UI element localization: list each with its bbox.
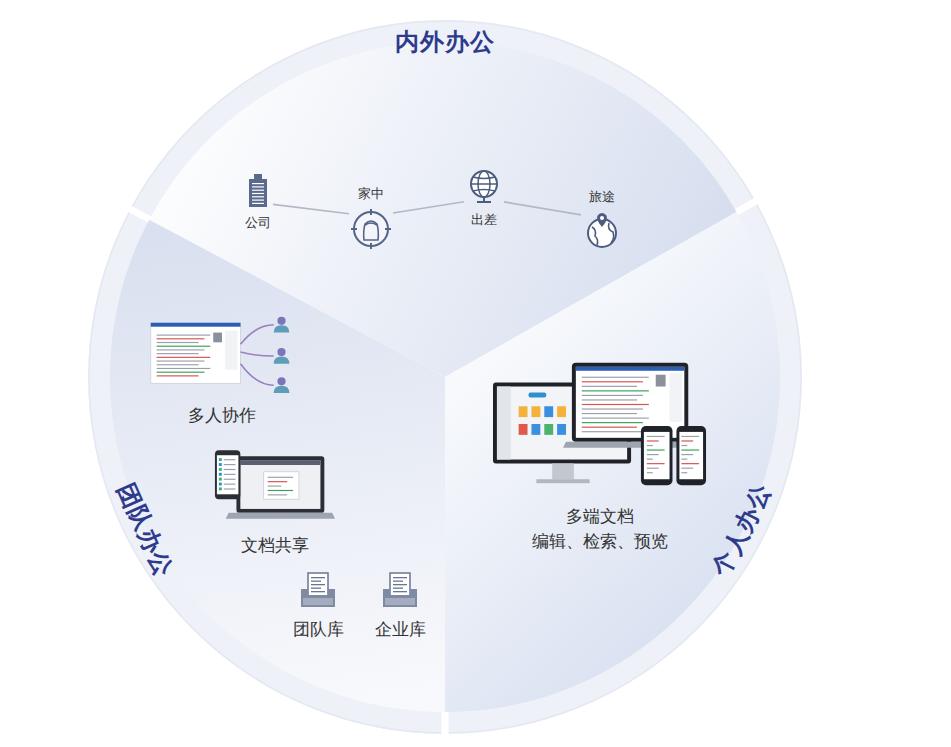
item-label: 多人协作 (188, 403, 256, 428)
item-labels: 出差 (471, 210, 497, 229)
connector-line (273, 204, 349, 213)
sector-heading: 内外办公 (395, 30, 495, 54)
item-labels: 多人协作 (188, 403, 256, 428)
outer-ring (88, 20, 802, 734)
item-labels: 企业库 (375, 617, 426, 642)
item-labels: 旅途 (589, 187, 615, 206)
item-label: 编辑、检索、预览 (532, 529, 668, 554)
globe-icon (466, 168, 502, 204)
outer-ring-edge (89, 21, 801, 733)
item-labels: 团队库 (293, 617, 344, 642)
face-icon (351, 209, 391, 249)
item-label: 企业库 (375, 617, 426, 642)
scene-item: 出差 (466, 168, 502, 229)
scene-item: 多端文档编辑、检索、预览 (493, 360, 708, 554)
connector-line (393, 202, 464, 213)
scene-item: 多人协作 (147, 315, 297, 428)
scene-item: 旅途 (583, 187, 621, 250)
item-label: 团队库 (293, 617, 344, 642)
devices-icon (493, 360, 708, 490)
pinglobe-icon (583, 212, 621, 250)
item-labels: 多端文档编辑、检索、预览 (532, 504, 668, 554)
item-label: 旅途 (589, 187, 615, 206)
item-labels: 文档共享 (241, 533, 309, 558)
scene-item: 团队库 (293, 571, 344, 642)
item-labels: 公司 (245, 213, 271, 232)
item-labels: 家中 (358, 184, 384, 203)
building-icon (246, 173, 270, 207)
collab-icon (147, 315, 297, 395)
folder-icon (299, 571, 337, 609)
scene-item: 企业库 (375, 571, 426, 642)
scene-item: 公司 (245, 173, 271, 232)
item-label: 文档共享 (241, 533, 309, 558)
item-label: 公司 (245, 213, 271, 232)
sector-fill (110, 220, 445, 712)
item-label: 家中 (358, 184, 384, 203)
share-icon (213, 448, 338, 523)
folder-icon (381, 571, 419, 609)
scene-item: 家中 (351, 184, 391, 249)
item-label: 出差 (471, 210, 497, 229)
item-label: 多端文档 (532, 504, 668, 529)
sector-fill (445, 212, 780, 712)
connector-line (504, 202, 581, 215)
scene-item: 文档共享 (213, 448, 338, 558)
